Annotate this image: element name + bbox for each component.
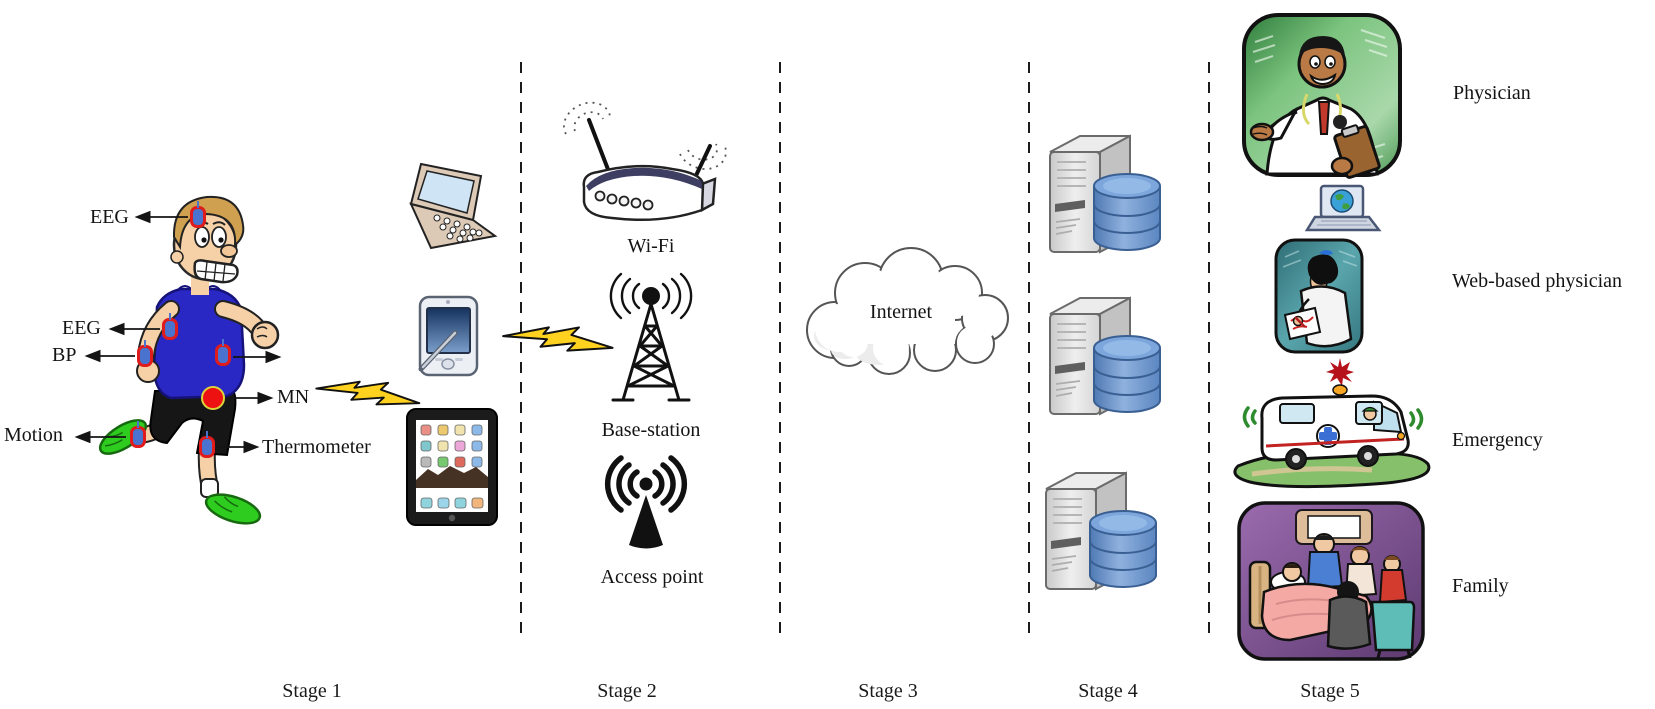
thermometer-label: Thermometer — [262, 436, 371, 458]
stage1-label: Stage 1 — [282, 680, 342, 702]
divider-stage4-5 — [1208, 62, 1210, 640]
runner-illustration — [98, 195, 280, 525]
wifi-router-icon — [563, 101, 727, 222]
wifi-label: Wi-Fi — [627, 235, 675, 257]
base-station-label: Base-station — [601, 419, 701, 441]
laptop-icon — [409, 162, 498, 250]
mn-label: MN — [277, 386, 310, 408]
base-station-icon — [609, 272, 693, 402]
sensor-thermometer-leg — [199, 431, 215, 458]
pda-icon — [418, 295, 479, 377]
emergency-ambulance-illustration — [1233, 358, 1431, 489]
divider-stage2-3 — [779, 62, 781, 640]
stage5-label: Stage 5 — [1300, 680, 1360, 702]
internet-label: Internet — [869, 301, 933, 323]
sensor-eeg-head — [190, 201, 206, 228]
web-based-physician-label: Web-based physician — [1452, 270, 1622, 292]
lightning-bolt-body-to-device — [315, 380, 421, 406]
eeg-arm-label: EEG — [62, 317, 101, 339]
divider-stage1-2 — [520, 62, 522, 640]
physician-label: Physician — [1453, 82, 1531, 104]
eeg-head-label: EEG — [90, 206, 129, 228]
family-illustration — [1237, 501, 1425, 661]
server-database-icon-2 — [1049, 296, 1161, 416]
lightning-bolt-device-to-basestation — [502, 326, 614, 352]
server-database-icon-1 — [1049, 134, 1161, 254]
family-label: Family — [1452, 575, 1509, 597]
web-based-physician-illustration — [1274, 238, 1364, 354]
emergency-label: Emergency — [1452, 429, 1543, 451]
stage4-label: Stage 4 — [1078, 680, 1138, 702]
mobile-node-dot — [201, 386, 225, 410]
motion-label: Motion — [4, 424, 63, 446]
access-point-label: Access point — [600, 566, 704, 588]
tablet-icon — [406, 408, 498, 526]
internet-cloud — [806, 247, 1009, 375]
stage3-label: Stage 3 — [858, 680, 918, 702]
stage2-label: Stage 2 — [597, 680, 657, 702]
sensor-eeg-arm — [162, 313, 178, 340]
server-database-icon-3 — [1045, 471, 1157, 591]
web-laptop-globe-icon — [1304, 184, 1382, 232]
physician-illustration — [1242, 13, 1402, 179]
sensor-bp-wrist — [137, 340, 153, 367]
divider-stage3-4 — [1028, 62, 1030, 640]
sensor-arrow-annotations — [74, 210, 282, 454]
sensor-motion-shoe — [130, 421, 146, 448]
access-point-icon — [604, 455, 688, 549]
sensor-shoulder — [215, 339, 231, 366]
bp-label: BP — [52, 344, 77, 366]
